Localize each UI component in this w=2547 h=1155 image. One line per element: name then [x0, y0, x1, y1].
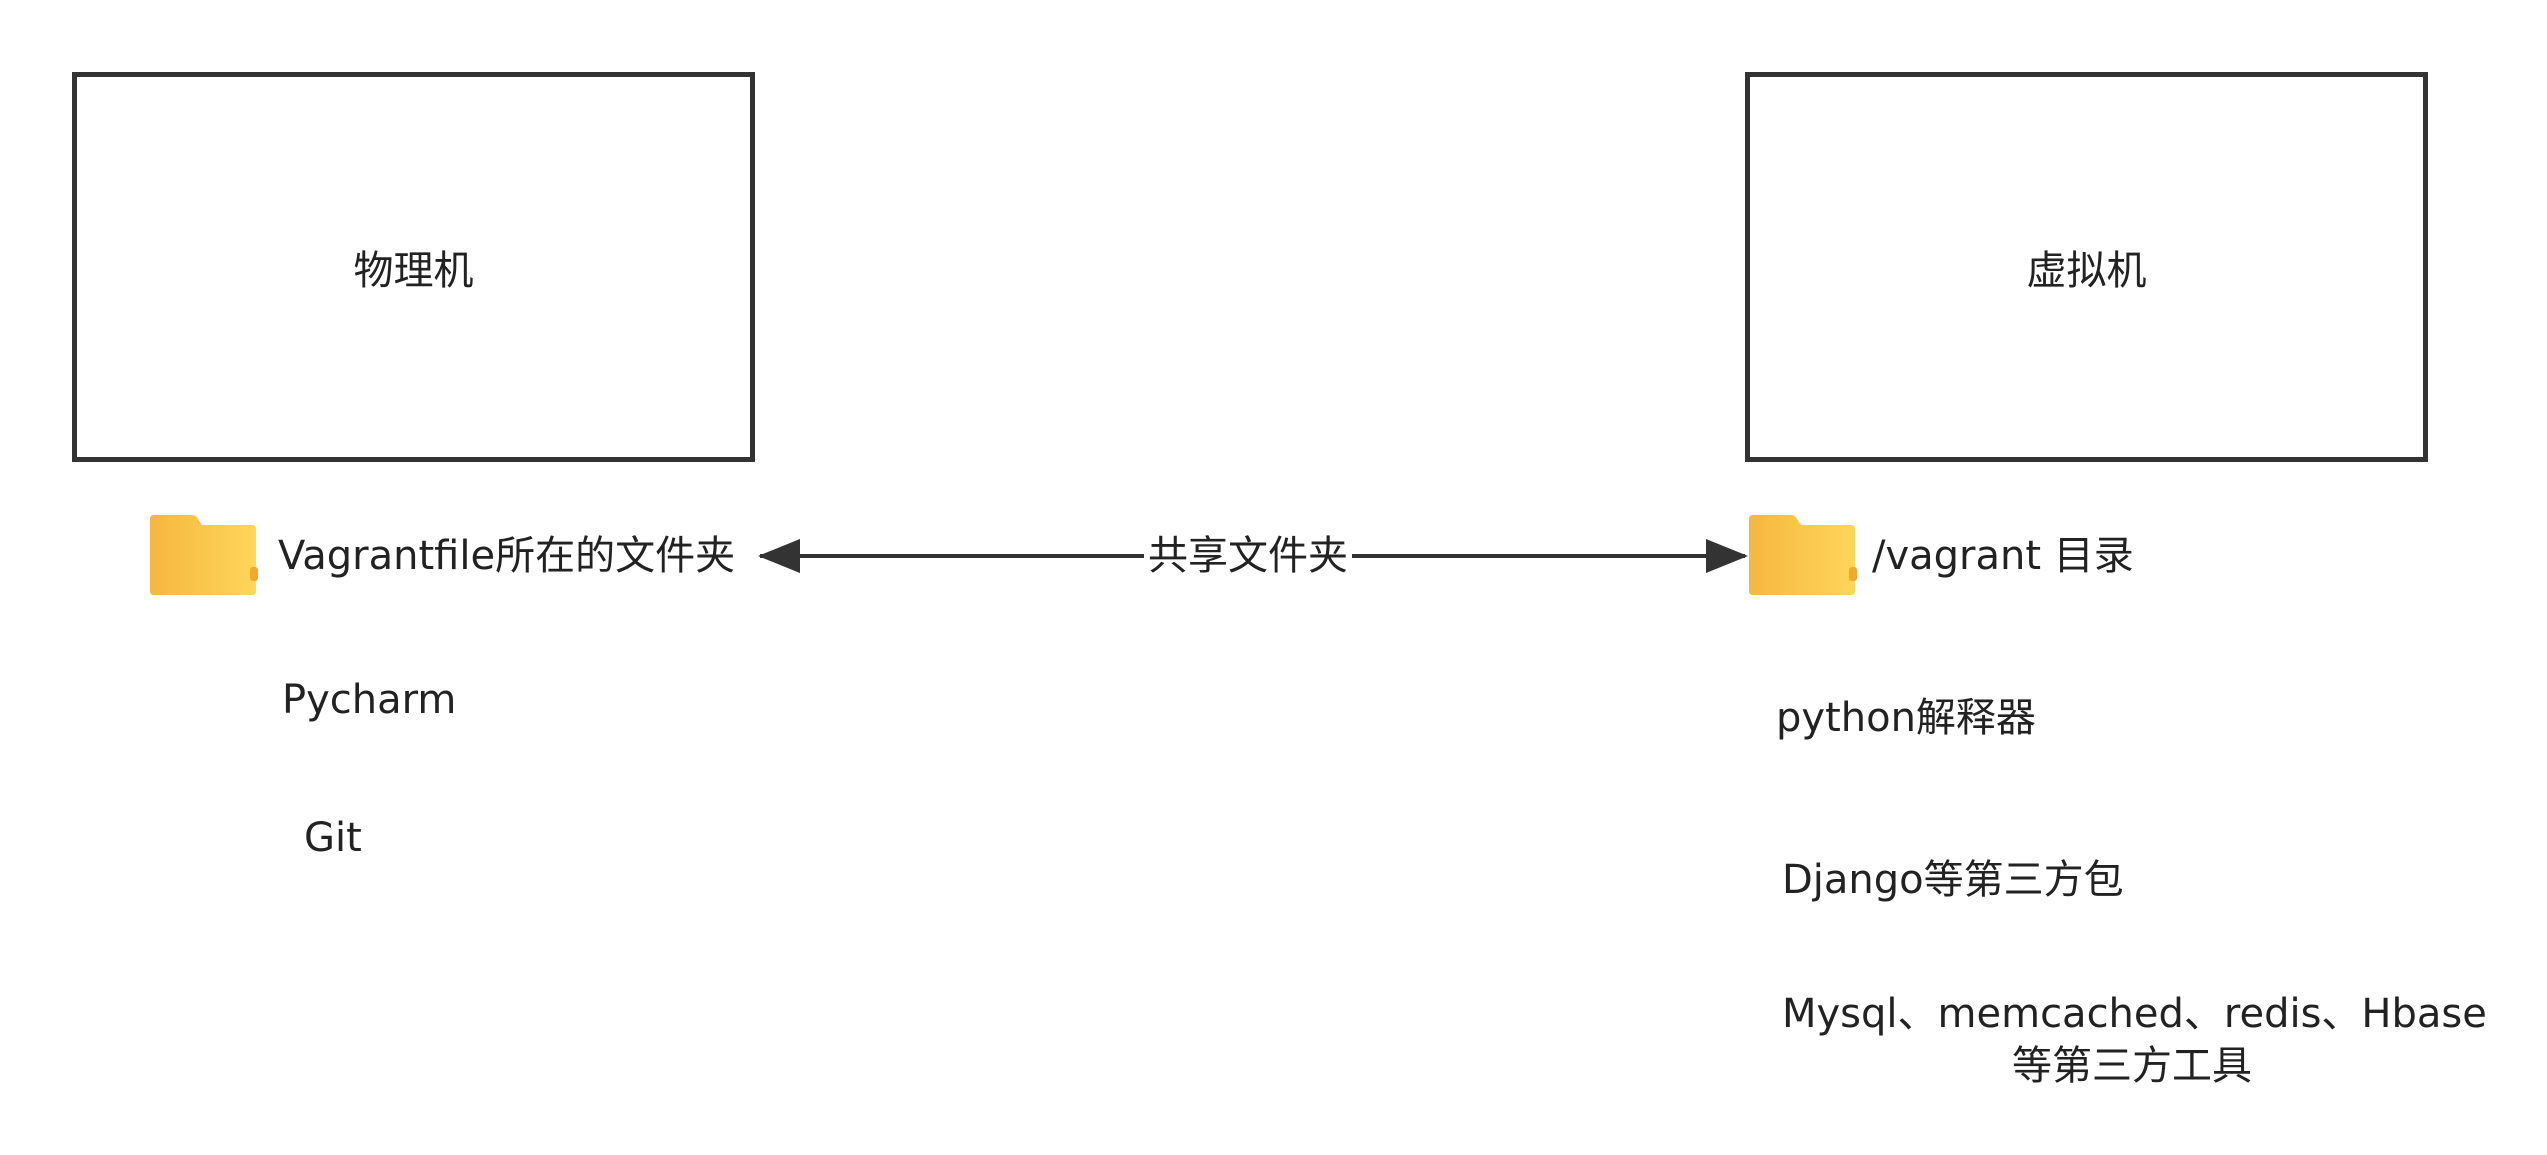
virtual-machine-label: 虚拟机: [2026, 248, 2147, 294]
third-party-tools-label: Mysql、memcached、redis、Hbase 等第三方工具: [1782, 988, 2487, 1092]
folder-icon: [1749, 515, 1857, 595]
third-party-tools-line1: Mysql、memcached、redis、Hbase: [1782, 991, 2487, 1037]
arrowhead-left: [758, 539, 800, 573]
physical-machine-node: 物理机: [72, 72, 755, 462]
arrowhead-right: [1706, 539, 1748, 573]
python-interpreter-label: python解释器: [1776, 695, 2036, 741]
pycharm-label: Pycharm: [282, 677, 457, 723]
third-party-tools-line2: 等第三方工具: [2012, 1043, 2252, 1089]
git-label: Git: [304, 815, 362, 861]
vagrantfile-folder-label: Vagrantfile所在的文件夹: [278, 533, 736, 579]
folder-icon: [150, 515, 258, 595]
physical-machine-label: 物理机: [353, 248, 474, 294]
virtual-machine-node: 虚拟机: [1745, 72, 2428, 462]
vagrant-directory-label: /vagrant 目录: [1872, 533, 2134, 579]
shared-folder-label: 共享文件夹: [1144, 536, 1352, 576]
django-packages-label: Django等第三方包: [1782, 857, 2124, 903]
